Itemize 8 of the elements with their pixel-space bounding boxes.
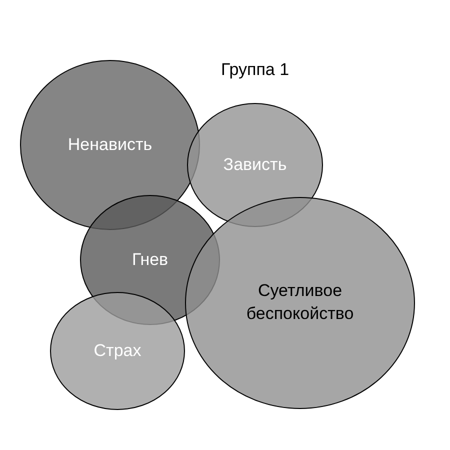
- ellipse-shape: [50, 292, 185, 410]
- ellipse-label: Зависть: [223, 154, 287, 176]
- diagram-title: Группа 1: [220, 60, 290, 80]
- ellipse-label: Страх: [94, 340, 142, 362]
- ellipse-shape: [185, 197, 415, 409]
- ellipse-label: Ненависть: [68, 134, 152, 156]
- ellipse-label: Гнев: [132, 248, 168, 271]
- ellipse-label: Суетливое беспокойство: [245, 280, 355, 325]
